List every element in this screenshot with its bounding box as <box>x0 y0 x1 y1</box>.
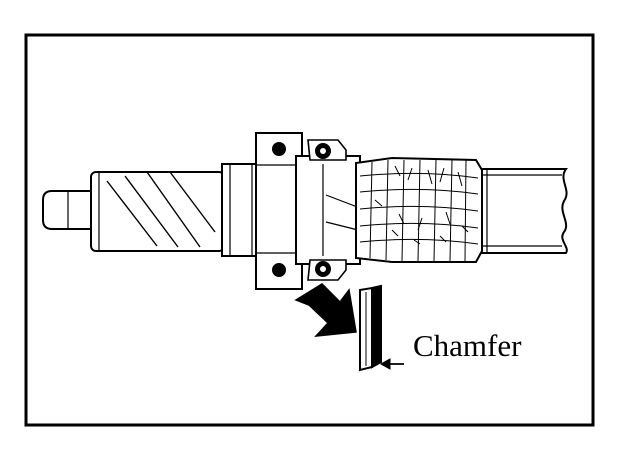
pointer-arrow-icon <box>379 358 404 370</box>
bearing-bolt-bottom <box>272 263 286 277</box>
shaft-stub <box>42 190 97 230</box>
spline-section <box>90 171 225 252</box>
direction-arrow-icon <box>294 283 357 337</box>
chamfer-blade <box>359 284 382 372</box>
shaft-assembly <box>42 132 568 290</box>
chamfer-label: Chamfer <box>413 328 522 363</box>
right-shaft <box>479 168 568 254</box>
seal-housing <box>295 155 361 265</box>
shaft-collar <box>221 163 261 257</box>
bearing-bolt-top <box>272 142 286 156</box>
